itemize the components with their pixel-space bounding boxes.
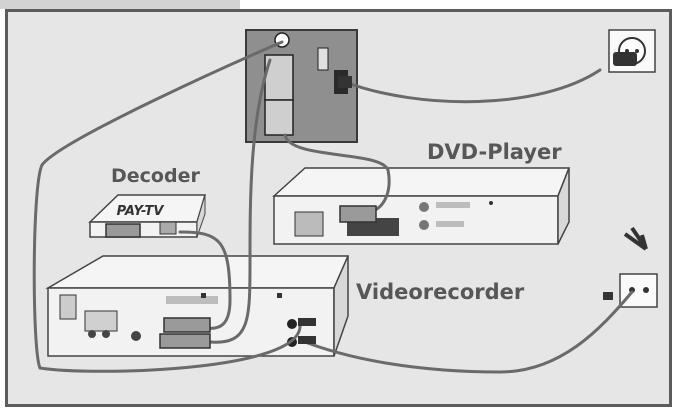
tab-strip (0, 0, 240, 9)
scart-plug-icon (105, 205, 377, 349)
antenna-cable-vcr-out (298, 290, 634, 374)
wall-connection-panel (245, 29, 358, 143)
power-plug-icon (338, 52, 637, 88)
scart-cable-panel-vcr (208, 58, 272, 344)
cables (32, 40, 634, 374)
decoder-label: Decoder (111, 165, 200, 187)
antenna-cable (32, 40, 302, 373)
dvd-player-label: DVD-Player (427, 140, 562, 164)
antenna-socket-icon (619, 273, 658, 308)
dvd-player-device (272, 167, 571, 245)
coax-plug-icon (298, 292, 613, 344)
scart-cable-panel-dvd (283, 133, 391, 212)
videorecorder-label: Videorecorder (356, 280, 525, 304)
pay-tv-label: PAY-TV (117, 204, 165, 219)
antenna-icon (623, 226, 648, 251)
scart-cable-decoder-vcr (178, 230, 232, 330)
power-cable (343, 68, 602, 104)
